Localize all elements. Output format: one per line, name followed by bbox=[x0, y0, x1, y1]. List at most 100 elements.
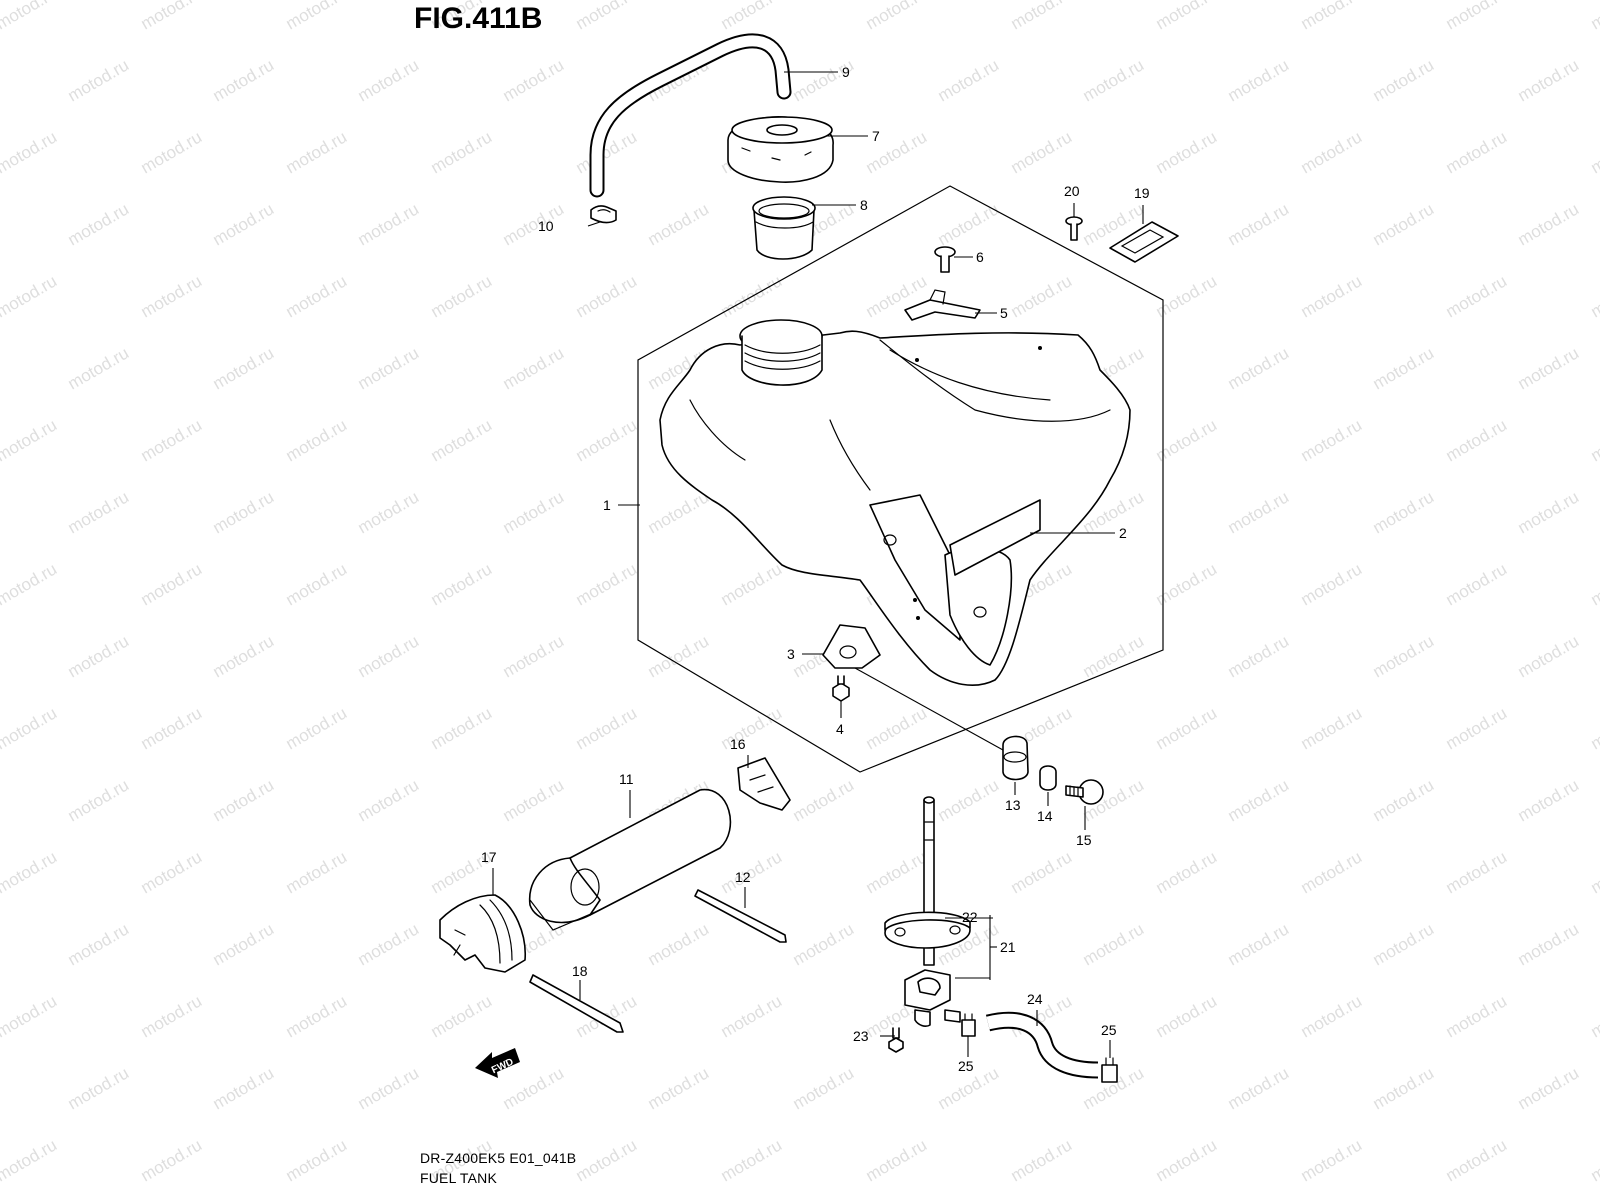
watermark-text: motod.ru bbox=[138, 271, 206, 321]
watermark-text: motod.ru bbox=[65, 343, 133, 393]
watermark-text: motod.ru bbox=[1443, 271, 1511, 321]
watermark-text: motod.ru bbox=[1080, 631, 1148, 681]
part-11-tube-cover bbox=[528, 789, 732, 931]
part-1-fuel-tank bbox=[659, 319, 1131, 686]
watermark-text: motod.ru bbox=[1153, 0, 1221, 33]
part-25-hose-clip bbox=[961, 1013, 976, 1037]
watermark-text: motod.ru bbox=[1298, 559, 1366, 609]
callout-18: 18 bbox=[572, 963, 588, 979]
part-7-fuel-cap bbox=[727, 115, 834, 183]
watermark-text: motod.ru bbox=[645, 919, 713, 969]
watermark-text: motod.ru bbox=[283, 1135, 351, 1185]
part-8-filler-neck-ring bbox=[752, 196, 816, 260]
watermark-text: motod.ru bbox=[1153, 703, 1221, 753]
watermark-text: motod.ru bbox=[573, 703, 641, 753]
watermark-text: motod.ru bbox=[210, 919, 278, 969]
watermark-text: motod.ru bbox=[1588, 127, 1600, 177]
watermark-text: motod.ru bbox=[1370, 1063, 1438, 1113]
watermark-text: motod.ru bbox=[1515, 55, 1583, 105]
watermark-text: motod.ru bbox=[428, 127, 496, 177]
watermark-text: motod.ru bbox=[355, 343, 423, 393]
watermark-text: motod.ru bbox=[1370, 199, 1438, 249]
watermark-text: motod.ru bbox=[645, 631, 713, 681]
watermark-text: motod.ru bbox=[283, 703, 351, 753]
watermark-text: motod.ru bbox=[0, 415, 60, 465]
callout-23: 23 bbox=[853, 1028, 869, 1044]
watermark-text: motod.ru bbox=[428, 703, 496, 753]
callout-25-a: 25 bbox=[958, 1058, 974, 1074]
watermark-text: motod.ru bbox=[65, 631, 133, 681]
part-18-tie-band bbox=[529, 974, 624, 1033]
watermark-text: motod.ru bbox=[1080, 919, 1148, 969]
watermark-text: motod.ru bbox=[283, 847, 351, 897]
watermark-text: motod.ru bbox=[65, 775, 133, 825]
watermark-text: motod.ru bbox=[1588, 559, 1600, 609]
callout-15: 15 bbox=[1076, 832, 1092, 848]
watermark-text: motod.ru bbox=[65, 487, 133, 537]
watermark-text: motod.ru bbox=[718, 847, 786, 897]
watermark-text: motod.ru bbox=[1588, 0, 1600, 33]
callout-20: 20 bbox=[1064, 183, 1080, 199]
watermark-text: motod.ru bbox=[790, 775, 858, 825]
watermark-text: motod.ru bbox=[1225, 919, 1293, 969]
watermark-text: motod.ru bbox=[0, 271, 60, 321]
watermark-text: motod.ru bbox=[1298, 847, 1366, 897]
watermark-text: motod.ru bbox=[210, 55, 278, 105]
watermark-text: motod.ru bbox=[283, 415, 351, 465]
callout-11: 11 bbox=[619, 771, 634, 787]
watermark-text: motod.ru bbox=[573, 559, 641, 609]
callout-5: 5 bbox=[1000, 305, 1008, 321]
watermark-text: motod.ru bbox=[1298, 0, 1366, 33]
part-5-bracket bbox=[904, 289, 981, 321]
callout-6: 6 bbox=[976, 249, 984, 265]
callout-14: 14 bbox=[1037, 808, 1053, 824]
watermark-text: motod.ru bbox=[1153, 1135, 1221, 1185]
watermark-text: motod.ru bbox=[65, 55, 133, 105]
watermark-text: motod.ru bbox=[1370, 631, 1438, 681]
watermark-text: motod.ru bbox=[355, 631, 423, 681]
callout-2: 2 bbox=[1119, 525, 1127, 541]
callout-13: 13 bbox=[1005, 797, 1021, 813]
watermark-text: motod.ru bbox=[0, 991, 60, 1041]
watermark-text: motod.ru bbox=[355, 487, 423, 537]
watermark-text: motod.ru bbox=[283, 991, 351, 1041]
watermark-text: motod.ru bbox=[573, 271, 641, 321]
watermark-text: motod.ru bbox=[283, 559, 351, 609]
callout-9: 9 bbox=[842, 64, 850, 80]
watermark-text: motod.ru bbox=[1370, 919, 1438, 969]
watermark-text: motod.ru bbox=[1225, 775, 1293, 825]
forward-direction-arrow: FWD bbox=[475, 1048, 520, 1078]
assembly-name-caption: FUEL TANK bbox=[420, 1170, 498, 1186]
watermark-text: motod.ru bbox=[1515, 199, 1583, 249]
watermark-text: motod.ru bbox=[1370, 55, 1438, 105]
watermark-text: motod.ru bbox=[1153, 991, 1221, 1041]
callout-numbers: 9 7 8 10 20 19 6 5 1 2 3 4 13 14 15 16 1… bbox=[481, 64, 1150, 1074]
watermark-text: motod.ru bbox=[210, 1063, 278, 1113]
watermark-text: motod.ru bbox=[1443, 703, 1511, 753]
watermark-text: motod.ru bbox=[500, 343, 568, 393]
watermark-text: motod.ru bbox=[1153, 847, 1221, 897]
callout-leaders bbox=[492, 71, 1144, 1058]
watermark-text: motod.ru bbox=[1225, 55, 1293, 105]
part-14-collar bbox=[1039, 765, 1057, 791]
watermark-text: motod.ru bbox=[1225, 1063, 1293, 1113]
watermark-text: motod.ru bbox=[355, 199, 423, 249]
watermark-text: motod.ru bbox=[65, 1063, 133, 1113]
watermark-text: motod.ru bbox=[1225, 631, 1293, 681]
watermark-text: motod.ru bbox=[1008, 127, 1076, 177]
part-21-fuel-valve bbox=[884, 796, 971, 1027]
watermark-text: motod.ru bbox=[935, 55, 1003, 105]
watermark-text: motod.ru bbox=[790, 919, 858, 969]
watermark-text: motod.ru bbox=[1515, 1063, 1583, 1113]
watermark-text: motod.ru bbox=[0, 127, 60, 177]
watermark-text: motod.ru bbox=[138, 0, 206, 33]
watermark-text: motod.ru bbox=[428, 559, 496, 609]
watermark-text: motod.ru bbox=[138, 991, 206, 1041]
watermark-text: motod.ru bbox=[0, 559, 60, 609]
watermark-text: motod.ru bbox=[1370, 487, 1438, 537]
callout-17: 17 bbox=[481, 849, 497, 865]
watermark-text: motod.ru bbox=[138, 1135, 206, 1185]
callout-24: 24 bbox=[1027, 991, 1043, 1007]
watermark-text: motod.ru bbox=[1080, 55, 1148, 105]
watermark-text: motod.ru bbox=[1515, 487, 1583, 537]
